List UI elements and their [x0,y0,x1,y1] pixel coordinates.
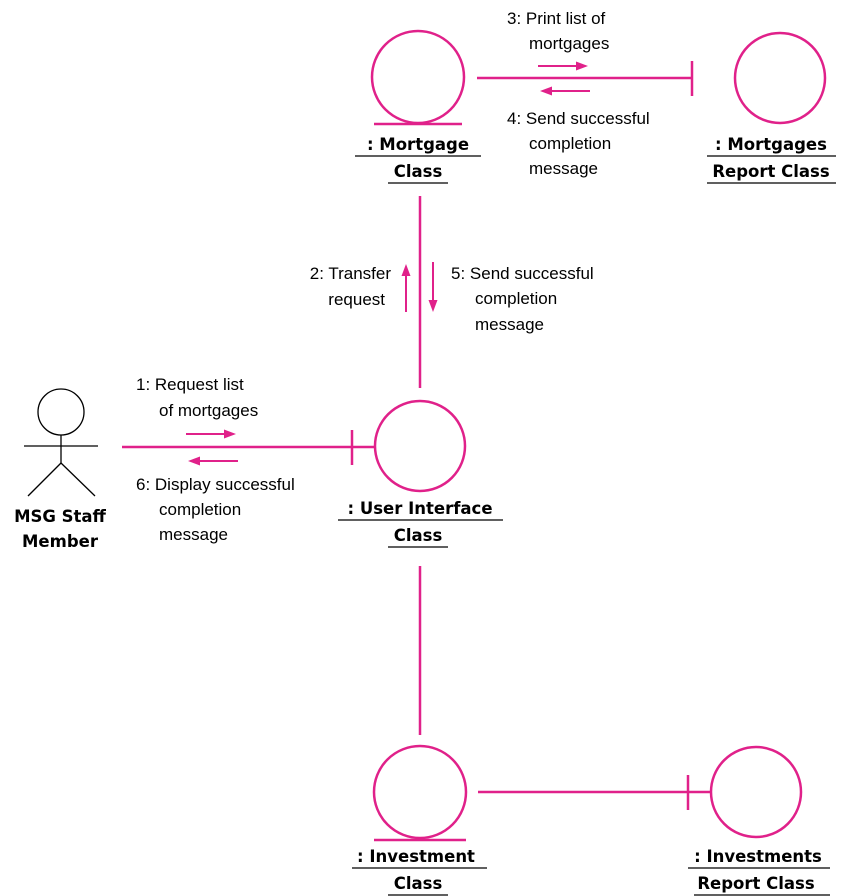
message-2-label: 2: Transfer request [310,264,392,309]
investments-report-class-name: : Investments [694,847,822,866]
message-3-arrow [538,61,588,71]
svg-text:request: request [328,290,385,309]
svg-text:message: message [475,315,544,334]
svg-text:completion: completion [475,289,557,308]
actor-name-line1: MSG Staff [14,507,106,526]
message-6-arrow [188,456,238,466]
boundary-class-icon [686,745,803,839]
entity-class-icon [370,29,466,126]
message-1-label: 1: Request list of mortgages [136,375,258,420]
svg-text:of mortgages: of mortgages [159,401,258,420]
investment-class-name: : Investment [357,847,475,866]
mortgage-class-name: : Mortgage [367,135,469,154]
boundary-class-icon [350,399,467,493]
svg-text:2: Transfer: 2: Transfer [310,264,392,283]
stick-figure-icon [24,388,98,497]
svg-text:4: Send successful: 4: Send successful [507,109,650,128]
message-5-arrow [428,262,438,312]
investments-report-class-subname: Report Class [697,874,815,893]
svg-text:5: Send successful: 5: Send successful [451,264,594,283]
message-1-arrow [186,429,236,439]
message-4-arrow [540,86,590,96]
mortgage-class-node[interactable]: : Mortgage Class [355,29,481,184]
mortgages-report-class-name: : Mortgages [715,135,827,154]
message-6-label: 6: Display successful completion message [136,475,295,544]
svg-text:3: Print list of: 3: Print list of [507,9,606,28]
message-4-label: 4: Send successful completion message [507,109,650,178]
entity-class-icon [372,744,468,842]
boundary-class-icon [690,31,827,125]
message-3-label: 3: Print list of mortgages [507,9,609,53]
message-5-label: 5: Send successful completion message [451,264,594,334]
actor-name-line2: Member [22,532,99,551]
svg-text:1: Request list: 1: Request list [136,375,244,394]
svg-text:6: Display successful: 6: Display successful [136,475,295,494]
svg-text:completion: completion [159,500,241,519]
svg-text:completion: completion [529,134,611,153]
user-interface-class-name: : User Interface [347,499,492,518]
message-2-arrow [401,264,411,312]
msg-staff-member-actor[interactable]: MSG Staff Member [14,388,107,551]
user-interface-class-node[interactable]: : User Interface Class [338,399,503,548]
svg-text:message: message [529,159,598,178]
investments-report-class-node[interactable]: : Investments Report Class [686,745,830,896]
svg-text:message: message [159,525,228,544]
mortgage-class-subname: Class [394,162,443,181]
investment-class-node[interactable]: : Investment Class [352,744,487,896]
svg-text:mortgages: mortgages [529,34,609,53]
mortgages-report-class-subname: Report Class [712,162,830,181]
mortgages-report-class-node[interactable]: : Mortgages Report Class [690,31,836,184]
user-interface-class-subname: Class [394,526,443,545]
investment-class-subname: Class [394,874,443,893]
